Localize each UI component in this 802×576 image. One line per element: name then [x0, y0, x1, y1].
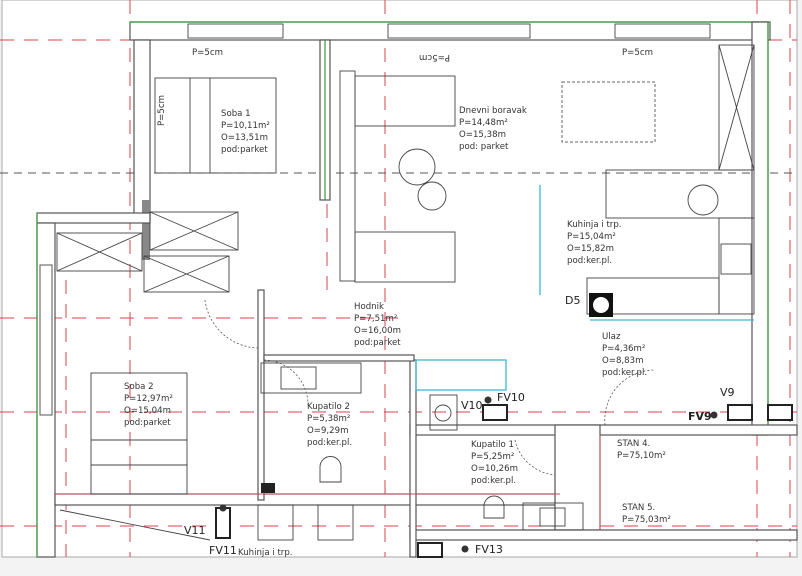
windows — [39, 23, 711, 416]
plan-label: P=5,38m² — [307, 414, 350, 424]
dim-label: P=5cm — [192, 48, 223, 58]
plan-label: pod:parket — [221, 145, 268, 155]
plan-label: Dnevni boravak — [459, 106, 527, 116]
dimension-labels: P=5cm P=5cm P=5cm P=5cm — [157, 48, 653, 126]
plan-label: pod: parket — [459, 142, 509, 152]
tag-v11: V11 — [184, 524, 206, 537]
plan-label: P=75,03m² — [622, 515, 671, 525]
tag-fv9: FV9 — [688, 410, 712, 423]
room-soba-2: Soba 2 P=12,97m² O=15,04m pod:parket — [124, 382, 173, 428]
room-kupatilo-2: Kupatilo 2 P=5,38m² O=9,29m pod:ker.pl. — [307, 402, 352, 448]
tag-d5: D5 — [565, 294, 580, 307]
plan-label: P=14,48m² — [459, 118, 508, 128]
plan-label: O=15,82m — [567, 244, 614, 254]
room-kuhinja: Kuhinja i trp. P=15,04m² O=15,82m pod:ker.… — [567, 220, 622, 266]
vents — [215, 396, 793, 558]
plan-label: P=10,11m² — [221, 121, 270, 131]
plan-label: O=10,26m — [471, 464, 518, 474]
tag-fv11: FV11 — [209, 544, 237, 557]
walls — [36, 21, 798, 558]
dim-label: P=5cm — [157, 95, 167, 126]
plan-label: O=16,00m — [354, 326, 401, 336]
room-kuhinja-below: Kuhinja i trp. — [238, 548, 293, 558]
plan-label: P=5,25m² — [471, 452, 514, 462]
tag-v10: V10 — [461, 399, 483, 412]
plan-label: P=12,97m² — [124, 394, 173, 404]
plan-label: P=75,10m² — [617, 451, 666, 461]
plan-label: Kupatilo 2 — [307, 402, 350, 412]
plan-label: Soba 1 — [221, 109, 251, 119]
room-kupatilo-1: Kupatilo 1 P=5,25m² O=10,26m pod:ker.pl. — [471, 440, 518, 486]
equipment-tags: D5 V9 FV9 V10 FV10 V11 FV11 Kuhinja i tr… — [184, 294, 735, 558]
plan-label: P=4,36m² — [602, 344, 645, 354]
plan-label: O=13,51m — [221, 133, 268, 143]
room-labels: Soba 1 P=10,11m² O=13,51m pod:parket Dnevn… — [124, 106, 671, 525]
apartment-stan-5: STAN 5. P=75,03m² — [622, 503, 671, 525]
plan-label: STAN 5. — [622, 503, 655, 513]
plan-label: Hodnik — [354, 302, 384, 312]
dim-label: P=5cm — [622, 48, 653, 58]
dim-label: P=5cm — [419, 52, 450, 62]
tag-fv13: FV13 — [475, 543, 503, 556]
plan-label: pod:parket — [124, 418, 171, 428]
plan-label: pod:ker.pl. — [307, 438, 352, 448]
plan-label: pod:parket — [354, 338, 401, 348]
plan-label: pod:ker.pl. — [567, 256, 612, 266]
plan-label: Soba 2 — [124, 382, 154, 392]
plan-label: O=15,04m — [124, 406, 171, 416]
furniture — [56, 44, 755, 541]
drawing-sheet — [1, 0, 798, 558]
plan-label: Ulaz — [602, 332, 621, 342]
plan-label: STAN 4. — [617, 439, 650, 449]
plan-label: O=15,38m — [459, 130, 506, 140]
tag-v9: V9 — [720, 386, 735, 399]
plan-label: pod:ker.pl. — [602, 368, 647, 378]
plan-label: P=15,04m² — [567, 232, 616, 242]
plan-label: Kuhinja i trp. — [567, 220, 622, 230]
plan-label: pod:ker.pl. — [471, 476, 516, 486]
plan-label: O=8,83m — [602, 356, 643, 366]
apartment-stan-4: STAN 4. P=75,10m² — [617, 439, 666, 461]
plan-label: P=7,51m² — [354, 314, 397, 324]
room-soba-1: Soba 1 P=10,11m² O=13,51m pod:parket — [221, 109, 270, 155]
tag-fv10: FV10 — [497, 391, 525, 404]
plan-label: Kupatilo 1 — [471, 440, 514, 450]
plan-label: O=9,29m — [307, 426, 348, 436]
